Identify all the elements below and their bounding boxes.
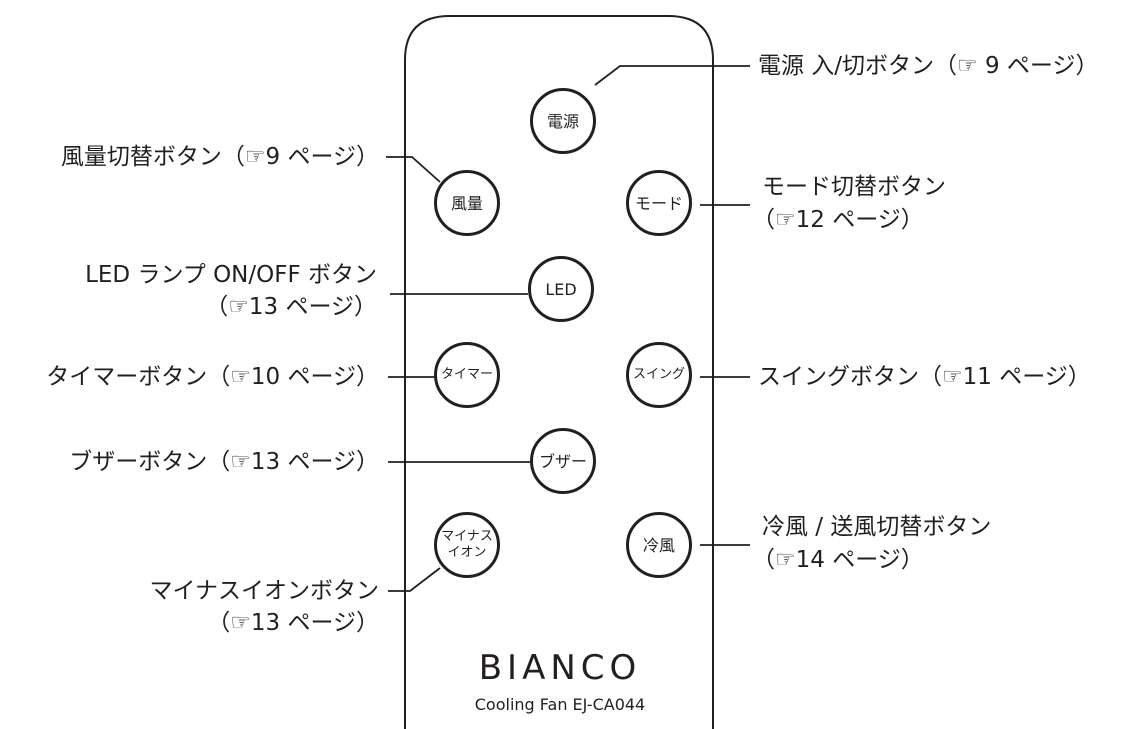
buzzer-button-label: ブザー xyxy=(538,451,587,471)
label-ion: マイナスイオンボタン xyxy=(149,578,379,604)
ion-button-label: マイナス イオン xyxy=(441,529,493,560)
label-buzzer: ブザーボタン（☞13 ページ） xyxy=(69,449,379,475)
cool-button-label: 冷風 xyxy=(642,535,675,555)
cool-button[interactable]: 冷風 xyxy=(626,512,692,578)
label-ion-ref: （☞13 ページ） xyxy=(207,610,379,636)
ion-button[interactable]: マイナス イオン xyxy=(434,512,500,578)
swing-button-label: スイング xyxy=(632,367,685,382)
remote-body-outline xyxy=(404,15,714,729)
label-cool-ref: （☞14 ページ） xyxy=(752,547,924,573)
power-button-label: 電源 xyxy=(546,111,579,131)
leader-power xyxy=(594,65,750,86)
brand-logo: BIANCO xyxy=(478,648,642,688)
label-power: 電源 入/切ボタン（☞ 9 ページ） xyxy=(758,53,1099,79)
fan-speed-button[interactable]: 風量 xyxy=(434,170,500,236)
label-cool: 冷風 / 送風切替ボタン xyxy=(762,514,992,540)
mode-button[interactable]: モード xyxy=(626,170,692,236)
timer-button[interactable]: タイマー xyxy=(434,342,500,408)
label-mode-ref: （☞12 ページ） xyxy=(752,207,924,233)
model-name: Cooling Fan EJ-CA044 xyxy=(474,695,646,714)
led-button-label: LED xyxy=(545,279,577,299)
mode-button-label: モード xyxy=(634,193,683,213)
label-led: LED ランプ ON/OFF ボタン xyxy=(85,262,377,288)
led-button[interactable]: LED xyxy=(528,256,594,322)
buzzer-button[interactable]: ブザー xyxy=(530,428,596,494)
label-swing: スイングボタン（☞11 ページ） xyxy=(758,364,1091,390)
swing-button[interactable]: スイング xyxy=(626,342,692,408)
leader-fan-speed xyxy=(386,156,441,183)
label-mode: モード切替ボタン xyxy=(762,174,946,200)
leader-ion xyxy=(388,567,441,592)
power-button[interactable]: 電源 xyxy=(530,88,596,154)
fan-speed-button-label: 風量 xyxy=(450,193,483,213)
label-led-ref: （☞13 ページ） xyxy=(205,294,377,320)
label-timer: タイマーボタン（☞10 ページ） xyxy=(46,364,379,390)
timer-button-label: タイマー xyxy=(440,367,493,382)
label-fan-speed: 風量切替ボタン（☞9 ページ） xyxy=(60,144,379,170)
